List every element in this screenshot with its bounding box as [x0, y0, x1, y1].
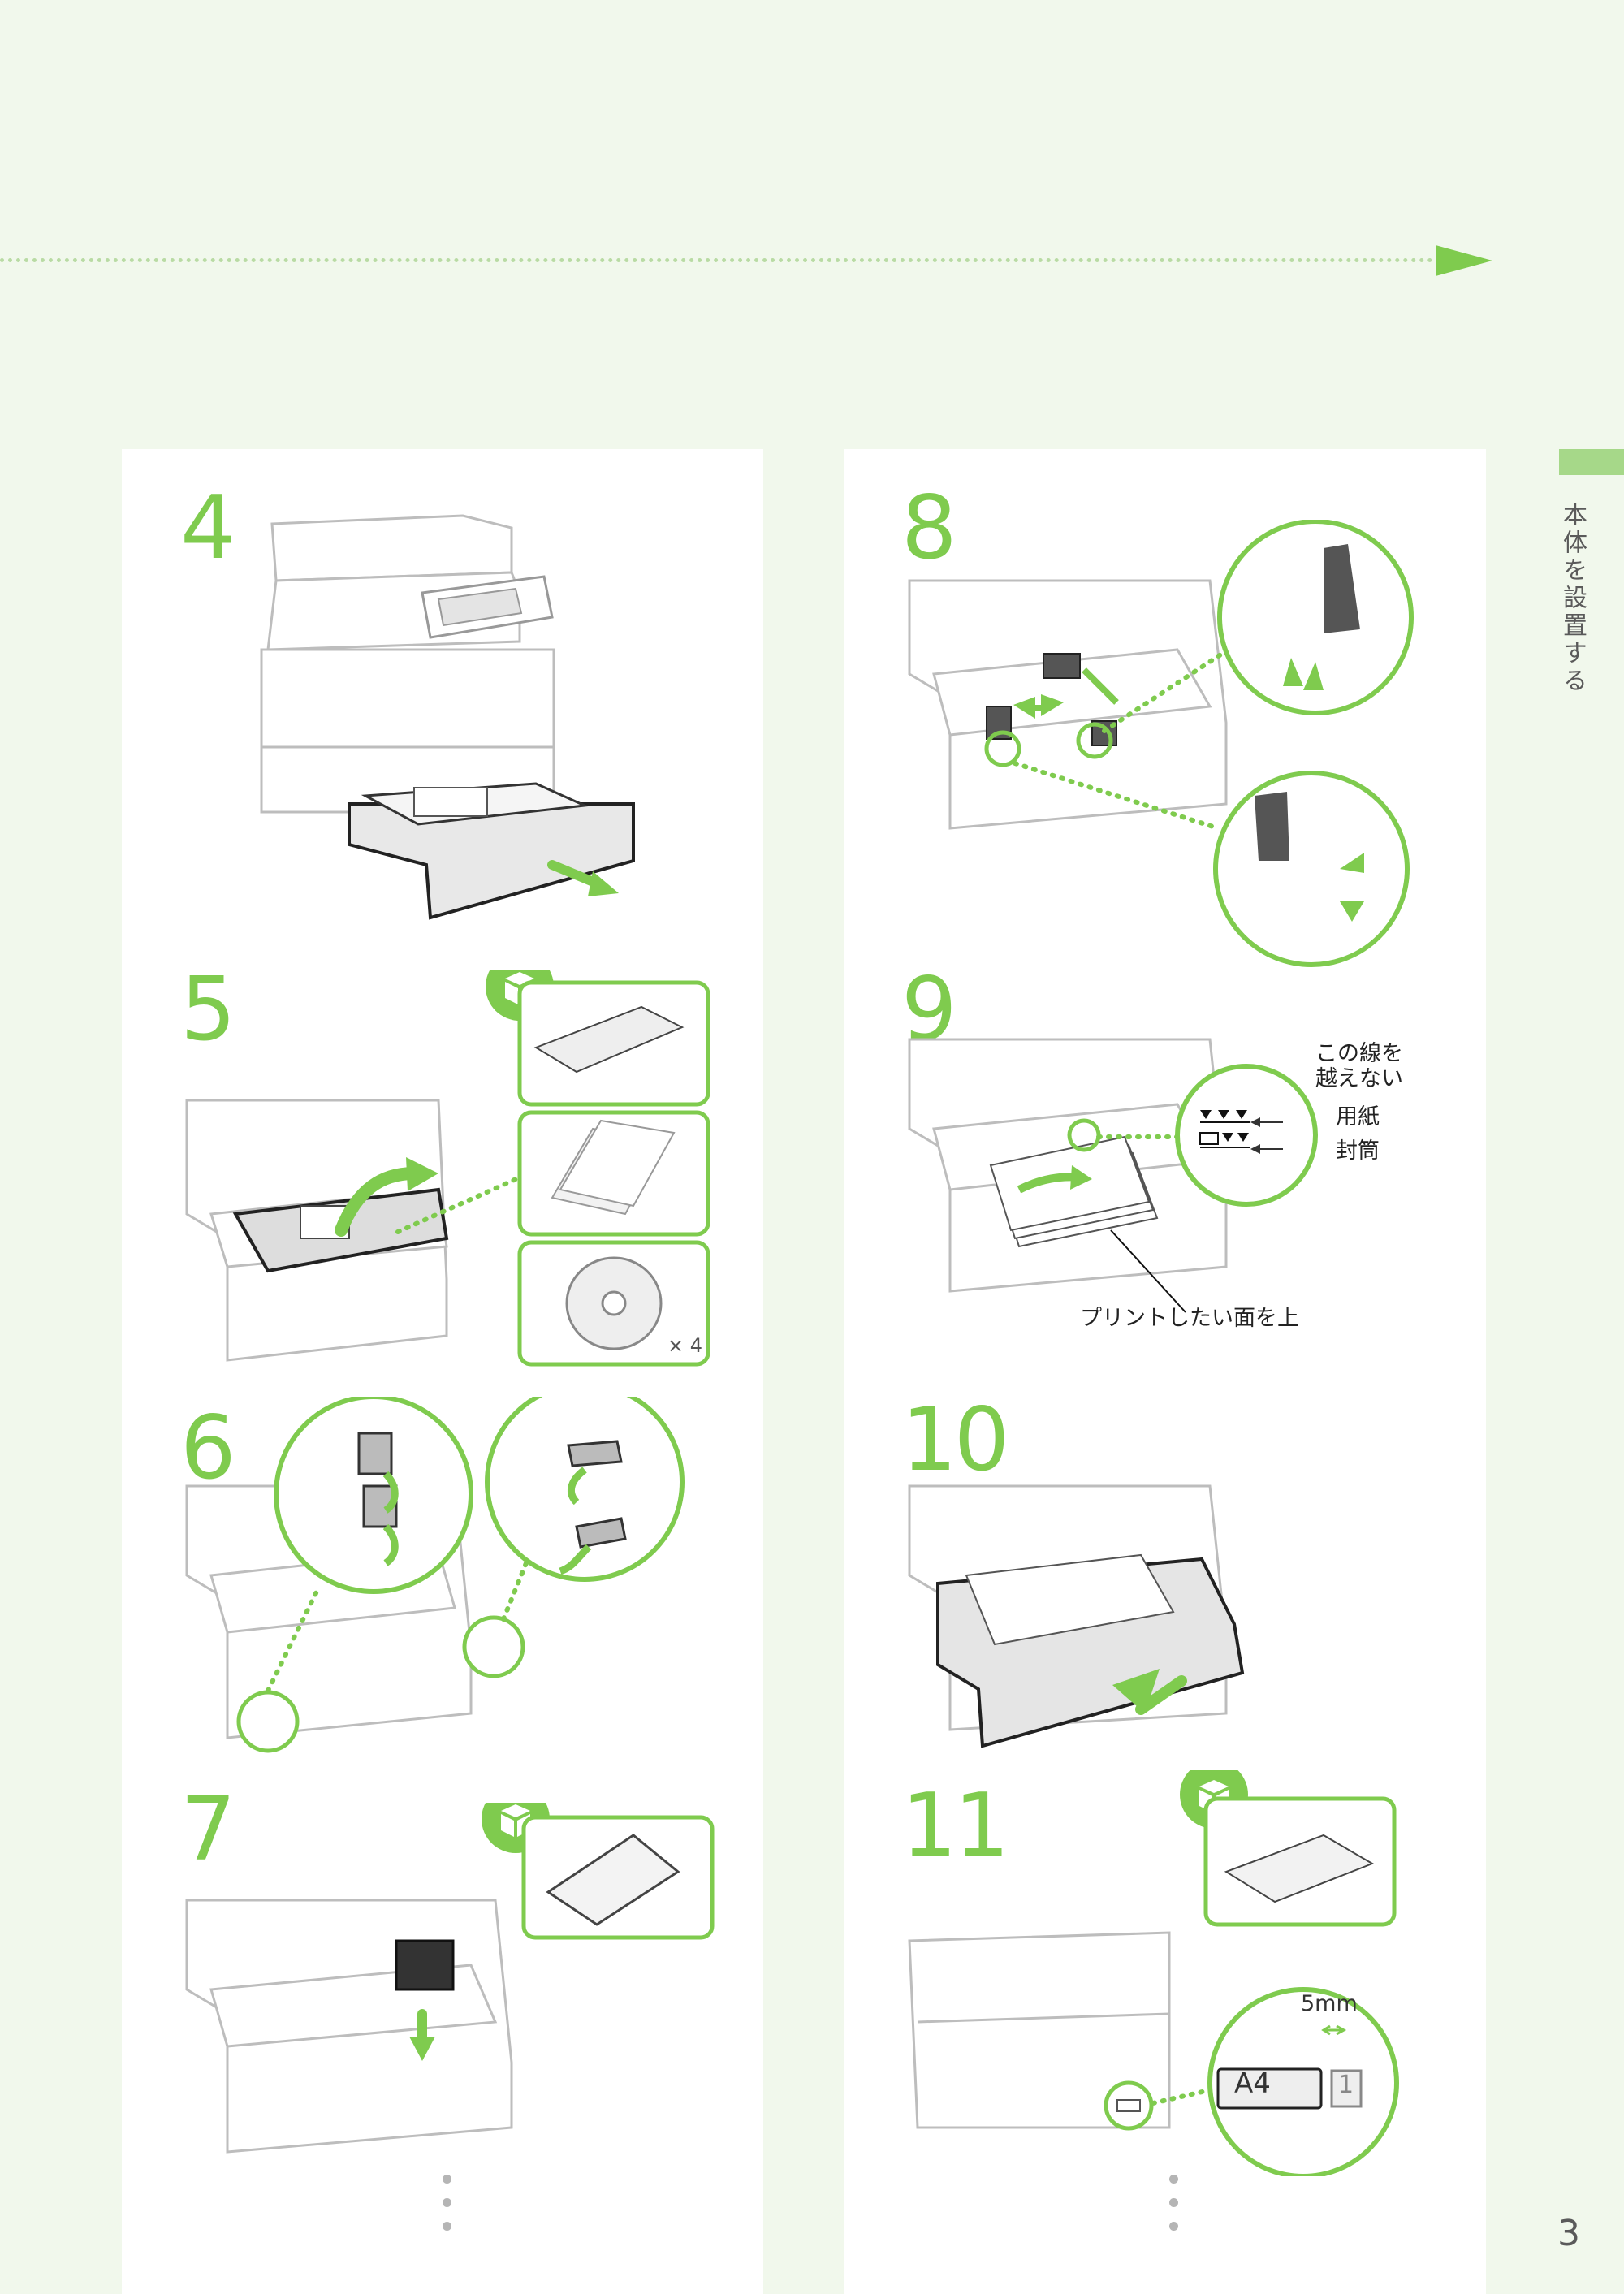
- paper-label: 用紙: [1336, 1104, 1380, 1130]
- step-number-10: 10: [901, 1389, 1009, 1491]
- paper-stack-icon: [989, 1135, 1159, 1248]
- step-number-6: 6: [180, 1398, 236, 1499]
- paper-size-label: A4: [1234, 2067, 1271, 2100]
- step8-illustration: [908, 520, 1414, 967]
- envelope-label: 封筒: [1336, 1138, 1380, 1164]
- tray-number: 1: [1338, 2071, 1354, 2099]
- step-number-11: 11: [901, 1775, 1009, 1877]
- quantity-label: × 4: [667, 1334, 703, 1357]
- magnifier-circle-icon: [485, 1397, 685, 1582]
- section-title: 本体を設置する: [1558, 502, 1587, 695]
- drawer: [348, 782, 635, 920]
- page-number: 3: [1557, 2213, 1580, 2254]
- magnifier-circle-icon: [1217, 520, 1414, 715]
- step4-illustration: [260, 514, 635, 920]
- limit-label: この線を越えない: [1315, 1041, 1403, 1092]
- step11-illustration: [908, 1770, 1399, 2176]
- step5-illustration: [185, 970, 710, 1367]
- gap-label: 5mm: [1301, 1991, 1358, 2016]
- print-side-label: プリントしたい面を上: [1080, 1306, 1299, 1331]
- flow-dotted-line: [0, 258, 1441, 262]
- continue-dots: [443, 2175, 452, 2245]
- flow-arrow-icon: [1436, 245, 1492, 276]
- step-number-5: 5: [180, 959, 236, 1061]
- step-number-4: 4: [180, 477, 236, 579]
- continue-dots: [1169, 2175, 1179, 2245]
- chapter-tab: [1559, 449, 1624, 475]
- step7-illustration: [185, 1803, 715, 2154]
- step-number-8: 8: [901, 477, 957, 579]
- magnifier-circle-icon: [1213, 771, 1410, 967]
- step-number-7: 7: [180, 1779, 236, 1881]
- step6-illustration: [185, 1397, 685, 1753]
- step10-illustration: [908, 1484, 1245, 1748]
- step9-illustration: [908, 1038, 1318, 1313]
